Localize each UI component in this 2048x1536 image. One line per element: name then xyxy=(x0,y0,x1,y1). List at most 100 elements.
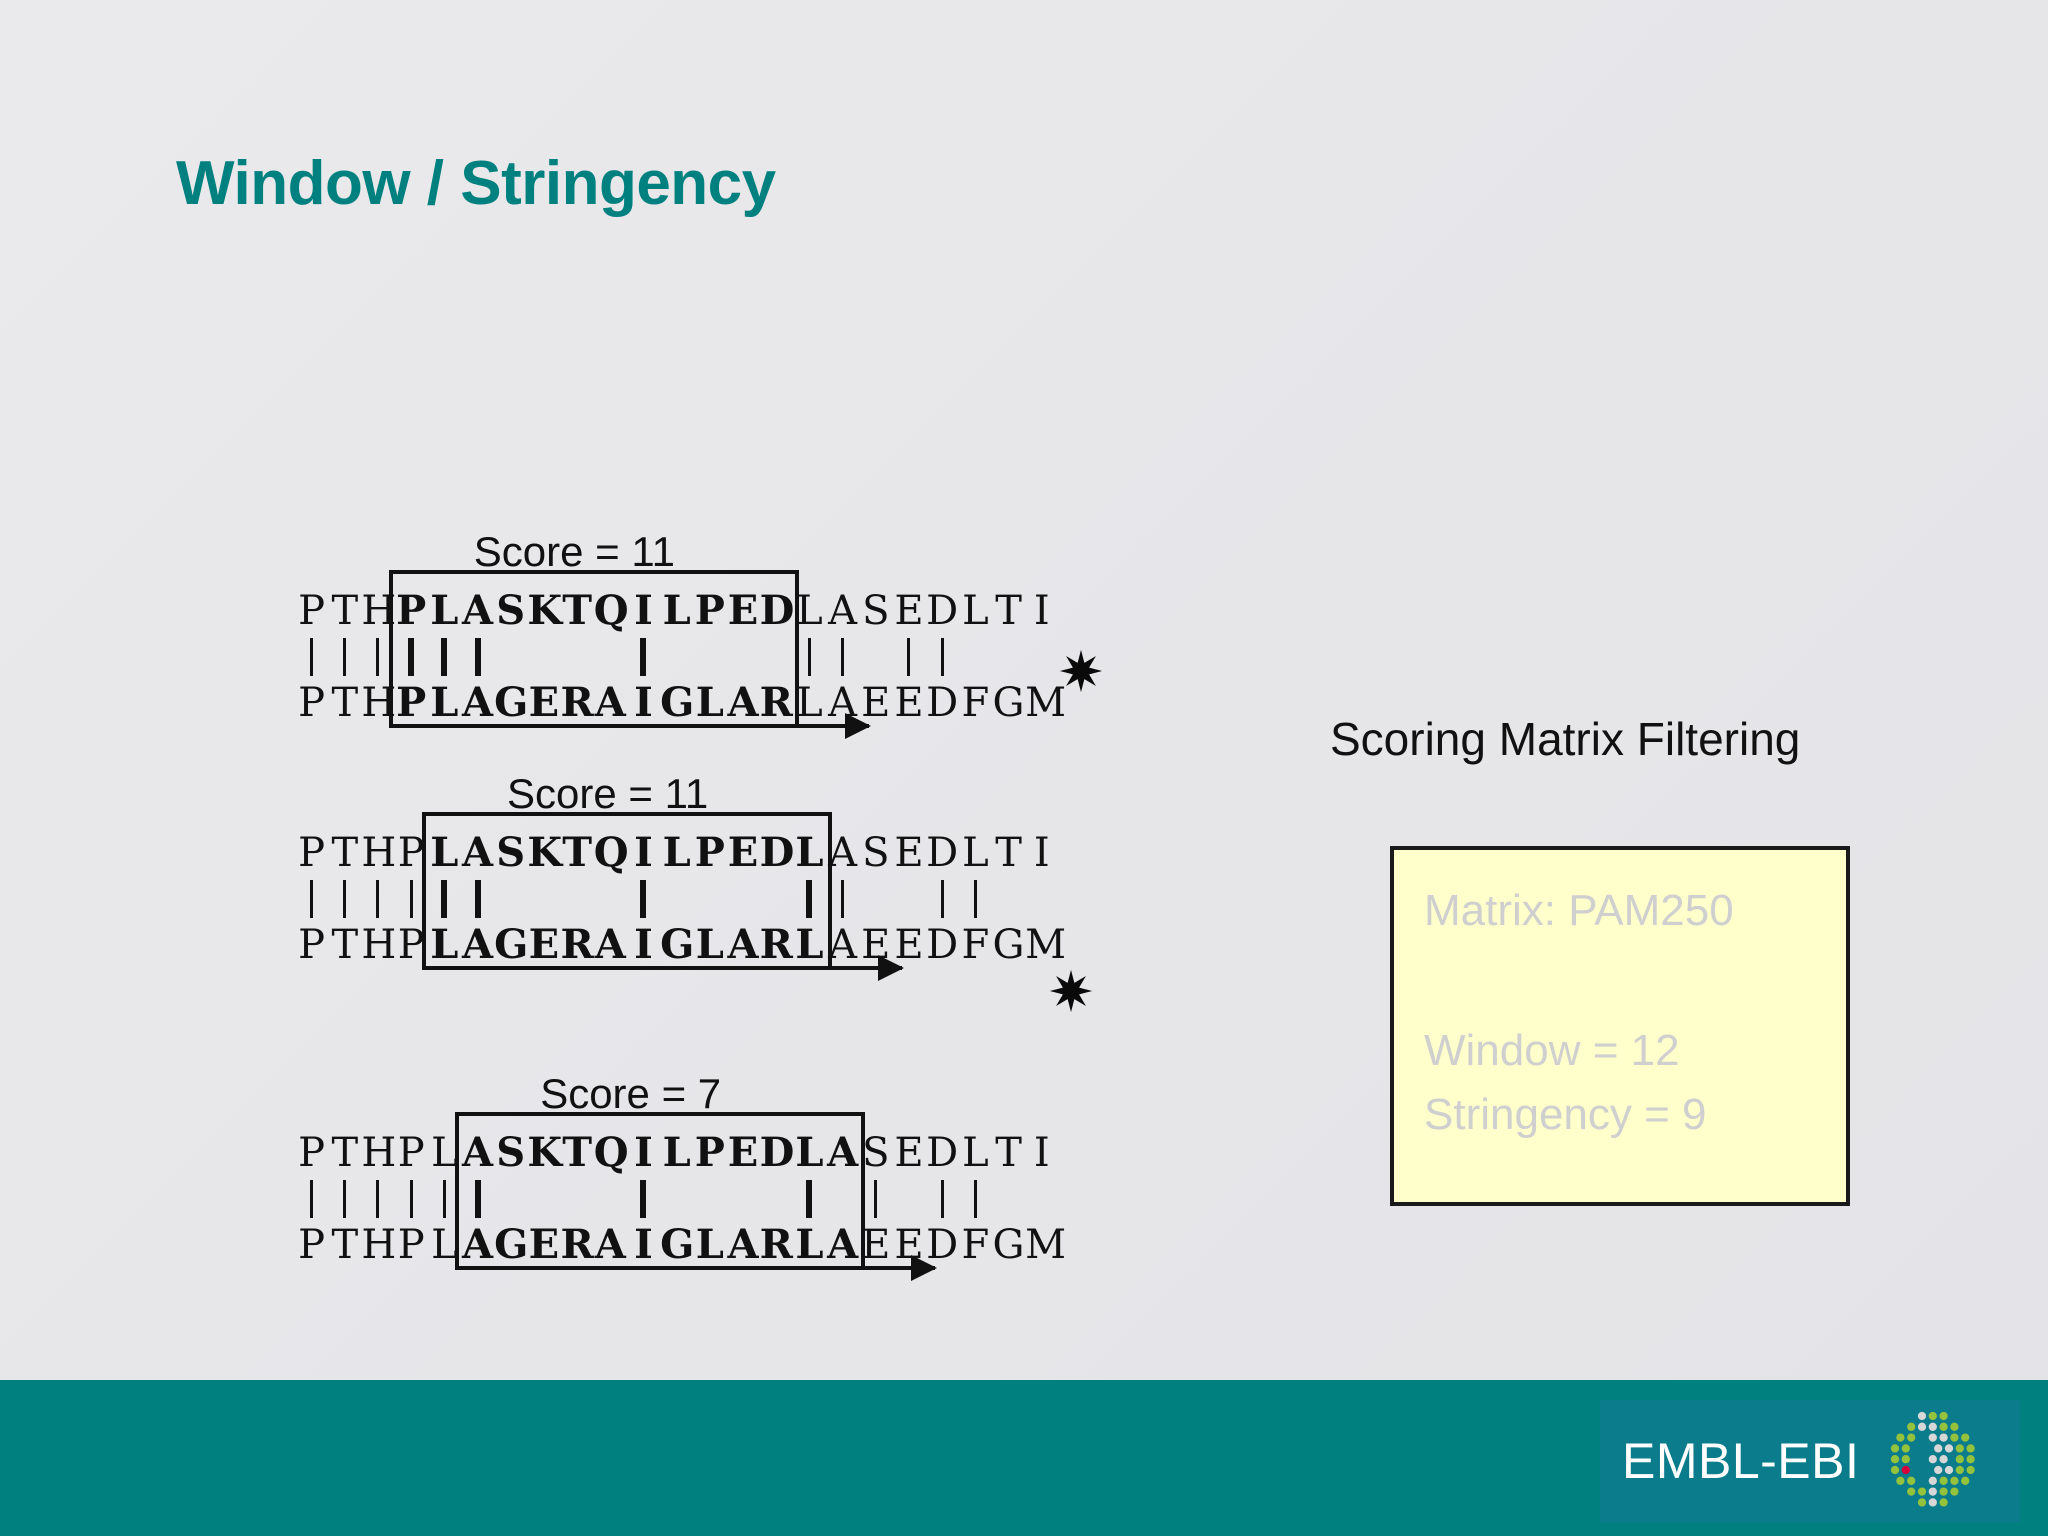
match-bar xyxy=(328,1176,361,1222)
residue: E xyxy=(727,1129,759,1176)
residue: P xyxy=(298,830,326,876)
match-bar xyxy=(428,1176,461,1222)
match-bar xyxy=(395,876,428,922)
residue: A xyxy=(462,921,494,968)
filter-window-value: Window = 12 xyxy=(1424,1026,1680,1075)
residue: L xyxy=(662,587,691,634)
match-bar xyxy=(428,876,461,922)
match-bar xyxy=(826,634,859,680)
residue: T xyxy=(331,588,359,634)
residue: P xyxy=(397,922,425,968)
match-bar xyxy=(760,634,793,680)
match-bar xyxy=(494,1176,527,1222)
residue: A xyxy=(594,921,626,968)
match-bar xyxy=(527,876,560,922)
residue: E xyxy=(861,1222,891,1268)
match-bar xyxy=(892,1176,925,1222)
residue: E xyxy=(894,1130,924,1176)
residue: T xyxy=(331,830,359,876)
match-bar xyxy=(494,634,527,680)
residue: I xyxy=(634,679,653,726)
filter-parameters-box: Matrix: PAM250 Window = 12 Stringency = … xyxy=(1390,846,1850,1206)
residue: P xyxy=(298,588,326,634)
residue: L xyxy=(430,829,459,876)
residue: P xyxy=(694,829,725,876)
residue: A xyxy=(462,1221,494,1268)
residue: D xyxy=(926,830,959,876)
window-shift-arrow xyxy=(828,955,905,981)
residue: F xyxy=(961,1222,990,1268)
residue: A xyxy=(462,679,494,726)
match-bar xyxy=(992,876,1025,922)
score-label: Score = 7 xyxy=(540,1070,722,1117)
residue: G xyxy=(992,680,1025,726)
residue: E xyxy=(727,829,759,876)
match-bar xyxy=(461,876,494,922)
residue: F xyxy=(961,680,990,726)
match-bar xyxy=(892,634,925,680)
residue: S xyxy=(862,588,890,634)
hexagon-dots-icon xyxy=(1891,1411,1976,1507)
residue: S xyxy=(496,829,526,876)
match-bar xyxy=(561,876,594,922)
residue: D xyxy=(926,922,959,968)
residue: T xyxy=(562,587,592,634)
residue: R xyxy=(759,1221,793,1268)
residue: G xyxy=(992,1222,1025,1268)
residue: R xyxy=(560,921,594,968)
residue: Q xyxy=(593,829,629,876)
residue: L xyxy=(795,921,824,968)
embl-ebi-logo: EMBL-EBI xyxy=(1600,1400,2020,1522)
residue: I xyxy=(634,1129,653,1176)
match-bar xyxy=(693,876,726,922)
residue: I xyxy=(1033,830,1050,876)
residue: K xyxy=(527,1129,563,1176)
match-bar xyxy=(660,1176,693,1222)
residue: L xyxy=(962,1130,989,1176)
residue: M xyxy=(1025,922,1067,968)
match-bar-row xyxy=(295,634,1058,680)
residue: L xyxy=(662,1129,691,1176)
residue: T xyxy=(331,922,359,968)
match-bar xyxy=(959,634,992,680)
residue: T xyxy=(995,1130,1022,1176)
residue: T xyxy=(331,680,359,726)
residue: D xyxy=(926,588,959,634)
residue: L xyxy=(431,1130,458,1176)
match-bar xyxy=(1025,634,1058,680)
residue: P xyxy=(298,1130,326,1176)
residue: I xyxy=(634,921,653,968)
match-bar xyxy=(826,1176,859,1222)
page-title: Window / Stringency xyxy=(176,149,776,218)
residue: E xyxy=(528,679,560,726)
residue: A xyxy=(828,830,858,876)
residue: T xyxy=(562,829,592,876)
residue: S xyxy=(496,587,526,634)
residue: M xyxy=(1025,680,1067,726)
match-bar xyxy=(926,876,959,922)
residue: H xyxy=(361,588,397,634)
residue: D xyxy=(759,1129,795,1176)
match-bar xyxy=(1025,876,1058,922)
residue: A xyxy=(462,1129,494,1176)
residue: T xyxy=(331,1130,359,1176)
match-bar xyxy=(561,634,594,680)
residue: L xyxy=(662,829,691,876)
residue: E xyxy=(894,680,924,726)
match-bar xyxy=(627,1176,660,1222)
match-bar xyxy=(926,1176,959,1222)
match-bar xyxy=(859,1176,892,1222)
residue: P xyxy=(298,680,326,726)
match-bar xyxy=(992,634,1025,680)
residue: S xyxy=(862,830,890,876)
residue: D xyxy=(759,829,795,876)
residue: L xyxy=(796,588,823,634)
residue: A xyxy=(594,679,626,726)
